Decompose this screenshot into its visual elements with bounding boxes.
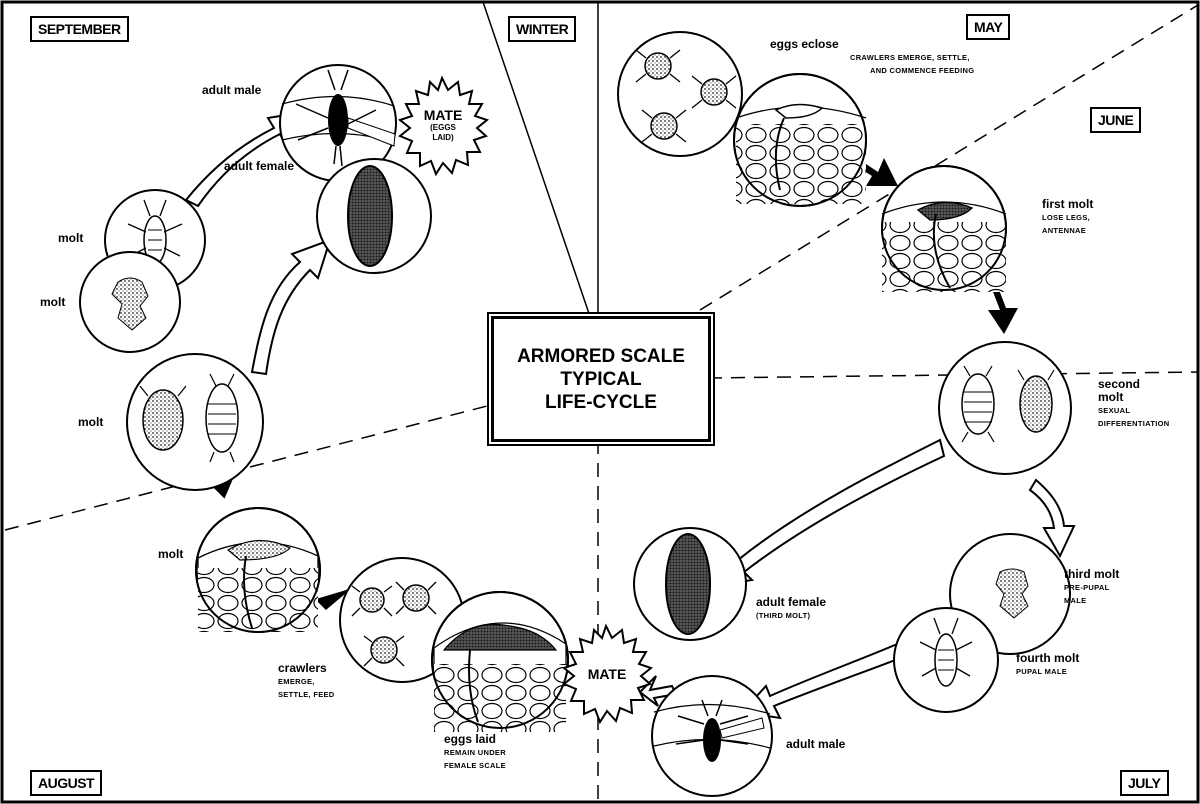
circle-fourth-molt [894, 608, 998, 712]
month-label-august: AUGUST [30, 770, 102, 796]
eggs-eclose-title: eggs eclose [770, 38, 974, 51]
label-third-molt: third molt PRE-PUPAL MALE [1064, 568, 1119, 607]
second-molt-sub1: SEXUAL [1098, 404, 1169, 417]
circle-molt-left-mid [127, 354, 263, 490]
month-label-september: SEPTEMBER [30, 16, 129, 42]
center-title-box: ARMORED SCALE TYPICAL LIFE-CYCLE [491, 316, 711, 442]
label-molt-left-a: molt [58, 232, 83, 245]
label-first-molt: first molt LOSE LEGS, ANTENNAE [1042, 198, 1093, 237]
crawlers-title: crawlers [278, 662, 335, 675]
outline-arrow-fourth-to-adult-male [742, 642, 906, 718]
label-adult-female-right: adult female (THIRD MOLT) [756, 596, 826, 622]
second-molt-title2: molt [1098, 391, 1169, 404]
label-molt-left-b: molt [40, 296, 65, 309]
first-molt-title: first molt [1042, 198, 1093, 211]
eggs-laid-title: eggs laid [444, 733, 506, 746]
outline-arrow-second-to-female [716, 440, 944, 586]
circle-eggs-eclose-right [734, 74, 866, 206]
circle-eggs-eclose-left [618, 32, 742, 156]
crawlers-sub1: EMERGE, [278, 675, 335, 688]
label-second-molt: second molt SEXUAL DIFFERENTIATION [1098, 378, 1169, 430]
mate-label-bottom: MATE [576, 666, 638, 682]
mate-top-line2: (EGGS [410, 123, 476, 133]
first-molt-sub1: LOSE LEGS, [1042, 211, 1093, 224]
center-title-line3: LIFE-CYCLE [545, 391, 657, 414]
fourth-molt-sub1: PUPAL MALE [1016, 665, 1079, 678]
crawlers-sub2: SETTLE, FEED [278, 688, 335, 701]
circle-molt-left-b [80, 252, 180, 352]
divider-winter-diagonal [483, 2, 598, 340]
label-eggs-eclose: eggs eclose CRAWLERS EMERGE, SETTLE, AND… [770, 38, 974, 77]
label-crawlers: crawlers EMERGE, SETTLE, FEED [278, 662, 335, 701]
label-adult-female-left: adult female [224, 160, 294, 173]
second-molt-sub2: DIFFERENTIATION [1098, 417, 1169, 430]
mate-top-line1: MATE [410, 108, 476, 123]
circle-adult-female-left [317, 159, 431, 273]
eggs-eclose-sub2: AND COMMENCE FEEDING [870, 64, 974, 77]
outline-arrow-molt-to-adult-female [252, 240, 330, 374]
month-label-may: MAY [966, 14, 1010, 40]
adult-male-right-title: adult male [786, 738, 845, 751]
mate-top-line3: LAID) [410, 133, 476, 143]
third-molt-title: third molt [1064, 568, 1119, 581]
third-molt-sub2: MALE [1064, 594, 1119, 607]
eggs-laid-sub2: FEMALE SCALE [444, 759, 506, 772]
month-label-june: JUNE [1090, 107, 1141, 133]
fourth-molt-title: fourth molt [1016, 652, 1079, 665]
circle-second-molt [939, 342, 1071, 474]
label-adult-male-right: adult male [786, 738, 845, 751]
label-fourth-molt: fourth molt PUPAL MALE [1016, 652, 1079, 678]
mate-label-top: MATE (EGGS LAID) [410, 108, 476, 143]
first-molt-sub2: ANTENNAE [1042, 224, 1093, 237]
eggs-laid-sub1: REMAIN UNDER [444, 746, 506, 759]
month-label-winter: WINTER [508, 16, 576, 42]
label-adult-male-left: adult male [202, 84, 261, 97]
circle-adult-male-right [652, 676, 772, 796]
label-eggs-laid: eggs laid REMAIN UNDER FEMALE SCALE [444, 733, 506, 772]
adult-female-right-sub1: (THIRD MOLT) [756, 609, 826, 622]
center-title-line1: ARMORED SCALE [517, 345, 685, 368]
circle-molt-left-low [196, 508, 320, 632]
eggs-eclose-sub1: CRAWLERS EMERGE, SETTLE, [850, 51, 974, 64]
center-title-line2: TYPICAL [560, 368, 641, 391]
adult-female-right-title: adult female [756, 596, 826, 609]
circle-first-molt [882, 166, 1006, 292]
circle-eggs-laid [432, 592, 568, 732]
month-label-july: JULY [1120, 770, 1169, 796]
label-molt-left-mid: molt [78, 416, 103, 429]
circle-adult-female-right [634, 528, 746, 640]
third-molt-sub1: PRE-PUPAL [1064, 581, 1119, 594]
label-molt-left-low: molt [158, 548, 183, 561]
